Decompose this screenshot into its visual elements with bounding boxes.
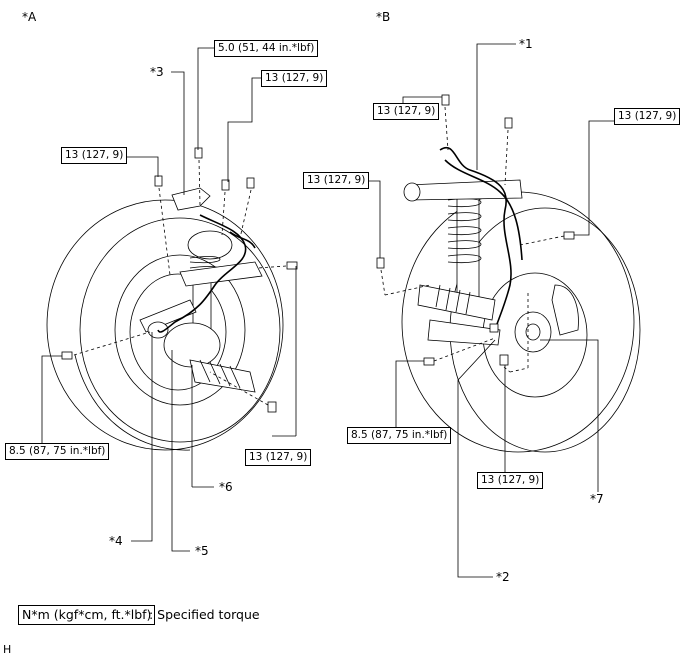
torque-b-bottom: 13 (127, 9) [477, 472, 544, 489]
legend-unit-box: N*m (kgf*cm, ft.*lbf) [18, 605, 156, 625]
view-b-leaders [362, 43, 615, 578]
callout-6: *6 [219, 480, 233, 494]
callout-5: *5 [195, 544, 209, 558]
view-a-rim-inner [129, 273, 227, 391]
view-a-upper-arm [179, 261, 263, 287]
view-b-wire-harness [439, 146, 512, 331]
torque-a-top: 5.0 (51, 44 in.*lbf) [214, 40, 319, 57]
torque-b-left: 13 (127, 9) [303, 172, 370, 189]
view-b-boot [435, 284, 471, 315]
view-b-wire-harness-2 [444, 159, 523, 261]
view-b-dash-lines [380, 106, 565, 373]
view-a-strut-mount [187, 230, 233, 260]
view-a-driveshaft [189, 359, 256, 393]
view-b-hub-cap [525, 323, 541, 341]
view-a-tire-inner [79, 217, 281, 443]
view-a-wire-harness [157, 214, 247, 333]
callout-4: *4 [109, 534, 123, 548]
callout-2: *2 [496, 570, 510, 584]
view-b-coil-spring [447, 198, 482, 264]
view-b-hub [514, 311, 552, 353]
view-b-caliper [551, 284, 579, 336]
view-b-upper-arm-end [403, 182, 421, 202]
view-a-tire-sidewall [74, 354, 191, 451]
torque-b-top-left: 13 (127, 9) [373, 103, 440, 120]
callout-1: *1 [519, 37, 533, 51]
callout-3: *3 [150, 65, 164, 79]
torque-a-upper-right: 13 (127, 9) [261, 70, 328, 87]
view-b-strut-tube [456, 184, 480, 301]
torque-a-bottom-left: 8.5 (87, 75 in.*lbf) [5, 443, 110, 460]
view-a-rim [114, 254, 246, 406]
view-a-label: *A [22, 10, 37, 24]
view-a-bracket [171, 187, 211, 211]
view-a-boot [199, 359, 241, 389]
view-a-assembly [41, 47, 298, 552]
legend-description: : Specified torque [149, 607, 260, 622]
torque-a-bottom-right: 13 (127, 9) [245, 449, 312, 466]
view-b-lower-arm [427, 319, 501, 346]
view-a-bolts [61, 147, 298, 413]
view-a-tire-outer [46, 199, 284, 451]
torque-b-top-right: 13 (127, 9) [614, 108, 681, 125]
torque-a-left: 13 (127, 9) [61, 147, 128, 164]
view-b-label: *B [376, 10, 391, 24]
view-b-bolts [376, 94, 575, 366]
view-b-driveshaft [417, 284, 496, 321]
view-a-wire-harness-2 [229, 231, 256, 249]
view-a-leaders [41, 47, 297, 552]
torque-b-bottom-left: 8.5 (87, 75 in.*lbf) [347, 427, 452, 444]
view-a-dash-lines [73, 159, 287, 406]
callout-7: *7 [590, 492, 604, 506]
figure-code: H [3, 643, 12, 656]
view-b-assembly [362, 43, 641, 578]
